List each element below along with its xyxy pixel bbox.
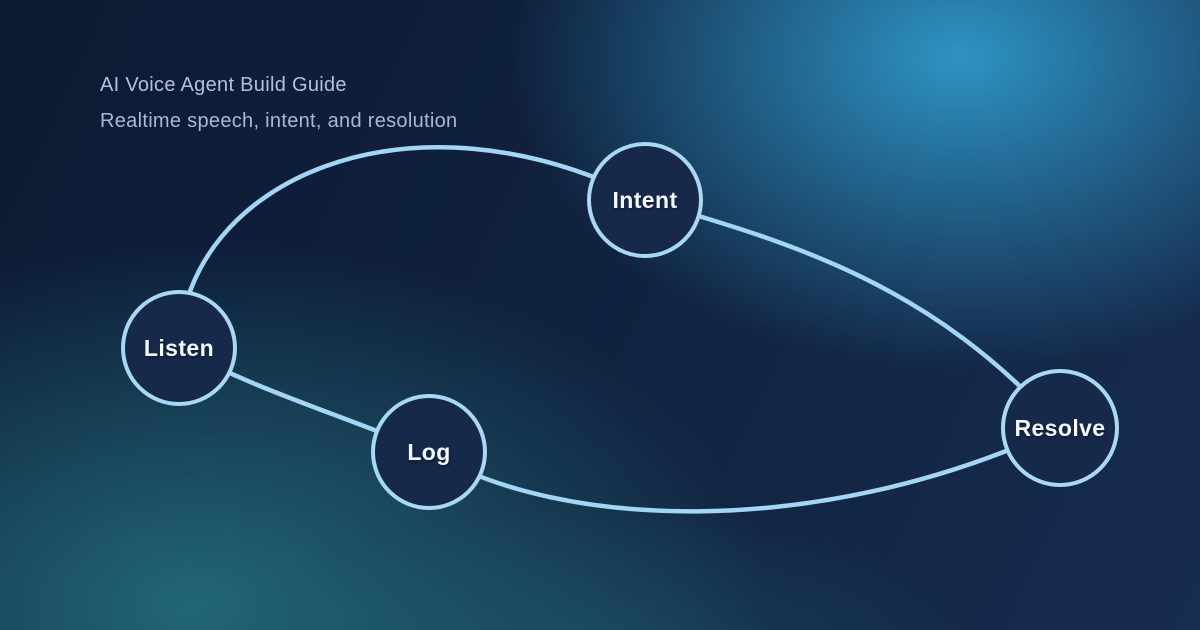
node-resolve-label: Resolve	[1014, 415, 1105, 441]
node-listen-circle	[121, 290, 237, 406]
node-intent-circle	[587, 142, 703, 258]
node-log: Log	[371, 394, 487, 510]
node-resolve: Resolve	[1001, 369, 1119, 487]
node-intent-label: Intent	[613, 187, 678, 213]
node-log-label: Log	[407, 439, 450, 465]
node-log-circle	[371, 394, 487, 510]
node-intent: Intent	[587, 142, 703, 258]
edge-intent-resolve	[642, 197, 1063, 431]
node-resolve-circle	[1001, 369, 1119, 487]
node-listen: Listen	[121, 290, 237, 406]
edge-listen-intent	[176, 145, 648, 351]
edge-log-resolve	[426, 425, 1063, 514]
node-listen-label: Listen	[144, 335, 214, 361]
